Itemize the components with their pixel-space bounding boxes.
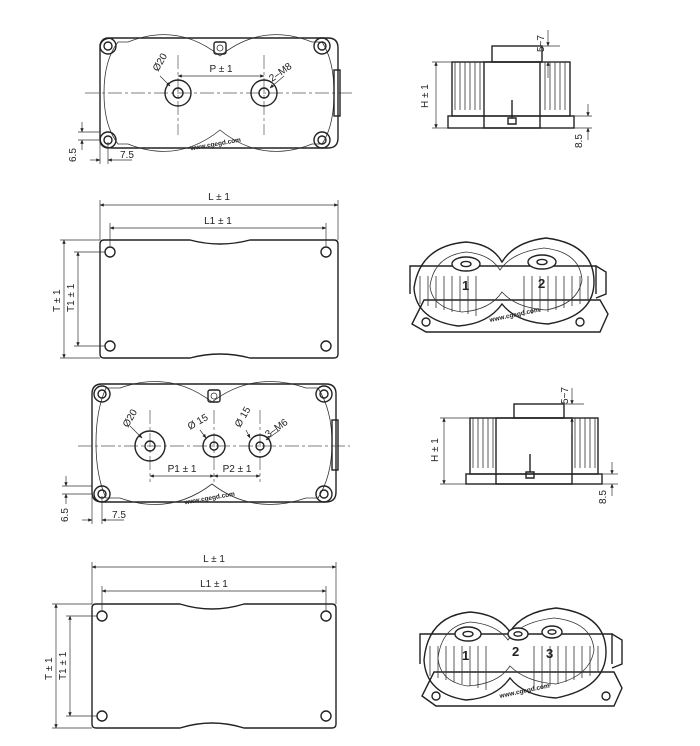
mounting-hole <box>313 131 331 149</box>
height-label: H ± 1 <box>420 84 431 108</box>
base-height-label: 8.5 <box>598 490 609 504</box>
inner-width-label: T1 ± 1 <box>66 283 77 312</box>
brand-url: www.cgegd.com <box>183 491 236 507</box>
pitch1-label: P1 ± 1 <box>168 464 197 475</box>
top-view-3-terminal: Ø20 Ø 15 Ø 15 3–M6 P1 ± 1 P2 ± 1 www.cge… <box>60 381 350 524</box>
mounting-hole <box>315 485 333 503</box>
mounting-hole <box>315 385 333 403</box>
terminal-1-label: 1 <box>462 648 469 663</box>
side-view-2-terminal: H ± 1 5~7 8.5 <box>420 30 592 148</box>
width-label: T ± 1 <box>52 289 63 312</box>
mounting-hole <box>93 385 111 403</box>
terminal-2-label: 2 <box>538 276 545 291</box>
pitch-label: P ± 1 <box>209 64 233 75</box>
length-label: L ± 1 <box>203 554 225 565</box>
top-height-label: 5~7 <box>536 35 547 52</box>
thread-label: 3–M6 <box>263 417 290 441</box>
mounting-hole <box>313 37 331 55</box>
width-label: T ± 1 <box>44 657 55 680</box>
diameter-big-label: Ø20 <box>121 407 140 429</box>
bottom-view-2-terminal: L ± 1 L1 ± 1 T ± 1 T1 ± 1 <box>52 192 339 359</box>
height-label: H ± 1 <box>430 438 441 462</box>
brand-url: www.cgegd.com <box>189 137 242 153</box>
edge-offset-h: 7.5 <box>112 510 126 521</box>
terminal-1-label: 1 <box>462 278 469 293</box>
edge-offset-v: 6.5 <box>68 148 79 162</box>
brand-url: www.cgegd.com <box>498 682 551 700</box>
iso-view-2-terminal: 1 2 www.cgegd.com <box>409 237 609 333</box>
top-view-2-terminal: P ± 1 Ø20 2–M8 www.cgegd.com 6.5 7.5 <box>68 34 352 164</box>
base-height-label: 8.5 <box>574 134 585 148</box>
diameter-mid-label: Ø 15 <box>186 412 211 433</box>
top-height-label: 5~7 <box>560 387 571 404</box>
pitch2-label: P2 ± 1 <box>223 464 252 475</box>
side-view-3-terminal: H ± 1 5~7 8.5 <box>430 387 618 504</box>
edge-offset-v: 6.5 <box>60 508 71 522</box>
diameter-label: Ø20 <box>151 51 170 73</box>
length-label: L ± 1 <box>208 192 230 203</box>
thread-label: 2–M8 <box>267 61 294 85</box>
inner-width-label: T1 ± 1 <box>58 651 69 680</box>
bottom-view-3-terminal: L ± 1 L1 ± 1 T ± 1 T1 ± 1 <box>44 554 337 729</box>
iso-view-3-terminal: 1 2 3 www.cgegd.com <box>419 607 623 707</box>
mounting-hole <box>99 37 117 55</box>
terminal-2-label: 2 <box>512 644 519 659</box>
inner-length-label: L1 ± 1 <box>200 579 228 590</box>
inner-length-label: L1 ± 1 <box>204 216 232 227</box>
diameter-right-label: Ø 15 <box>233 405 254 430</box>
terminal-3-label: 3 <box>546 646 553 661</box>
edge-offset-h: 7.5 <box>120 150 134 161</box>
